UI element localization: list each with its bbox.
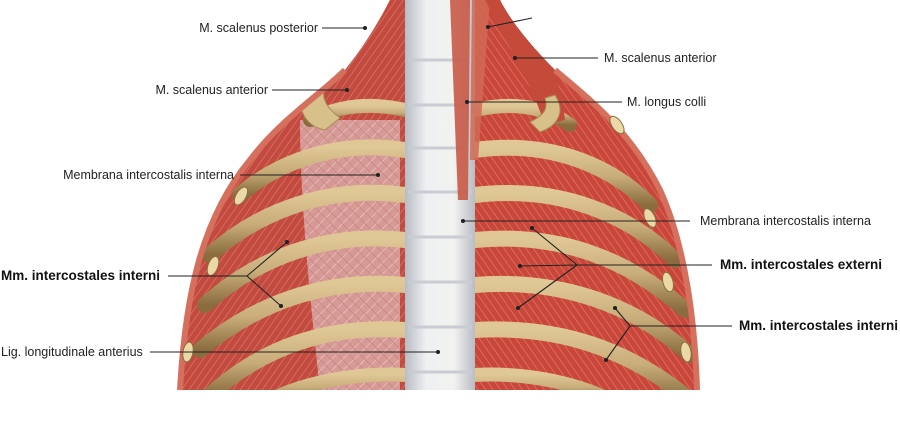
label-scalenus-anterior-left: M. scalenus anterior bbox=[155, 83, 268, 97]
label-lig-longitudinale-anterius: Lig. longitudinale anterius bbox=[1, 345, 143, 359]
left-ribs bbox=[192, 98, 413, 390]
label-intercostales-interni-right: Mm. intercostales interni bbox=[739, 318, 899, 333]
label-membrana-intercostalis-interna-right: Membrana intercostalis interna bbox=[700, 214, 871, 228]
label-scalenus-posterior: M. scalenus posterior bbox=[199, 21, 318, 35]
label-membrana-intercostalis-interna-left: Membrana intercostalis interna bbox=[63, 168, 234, 182]
right-ribs bbox=[467, 98, 697, 390]
label-intercostales-interni-left: Mm. intercostales interni bbox=[1, 268, 161, 283]
label-longus-colli: M. longus colli bbox=[627, 95, 707, 109]
label-scalenus-anterior-right: M. scalenus anterior bbox=[604, 51, 717, 65]
label-intercostales-externi: Mm. intercostales externi bbox=[720, 257, 883, 272]
leader-lines bbox=[150, 17, 732, 363]
